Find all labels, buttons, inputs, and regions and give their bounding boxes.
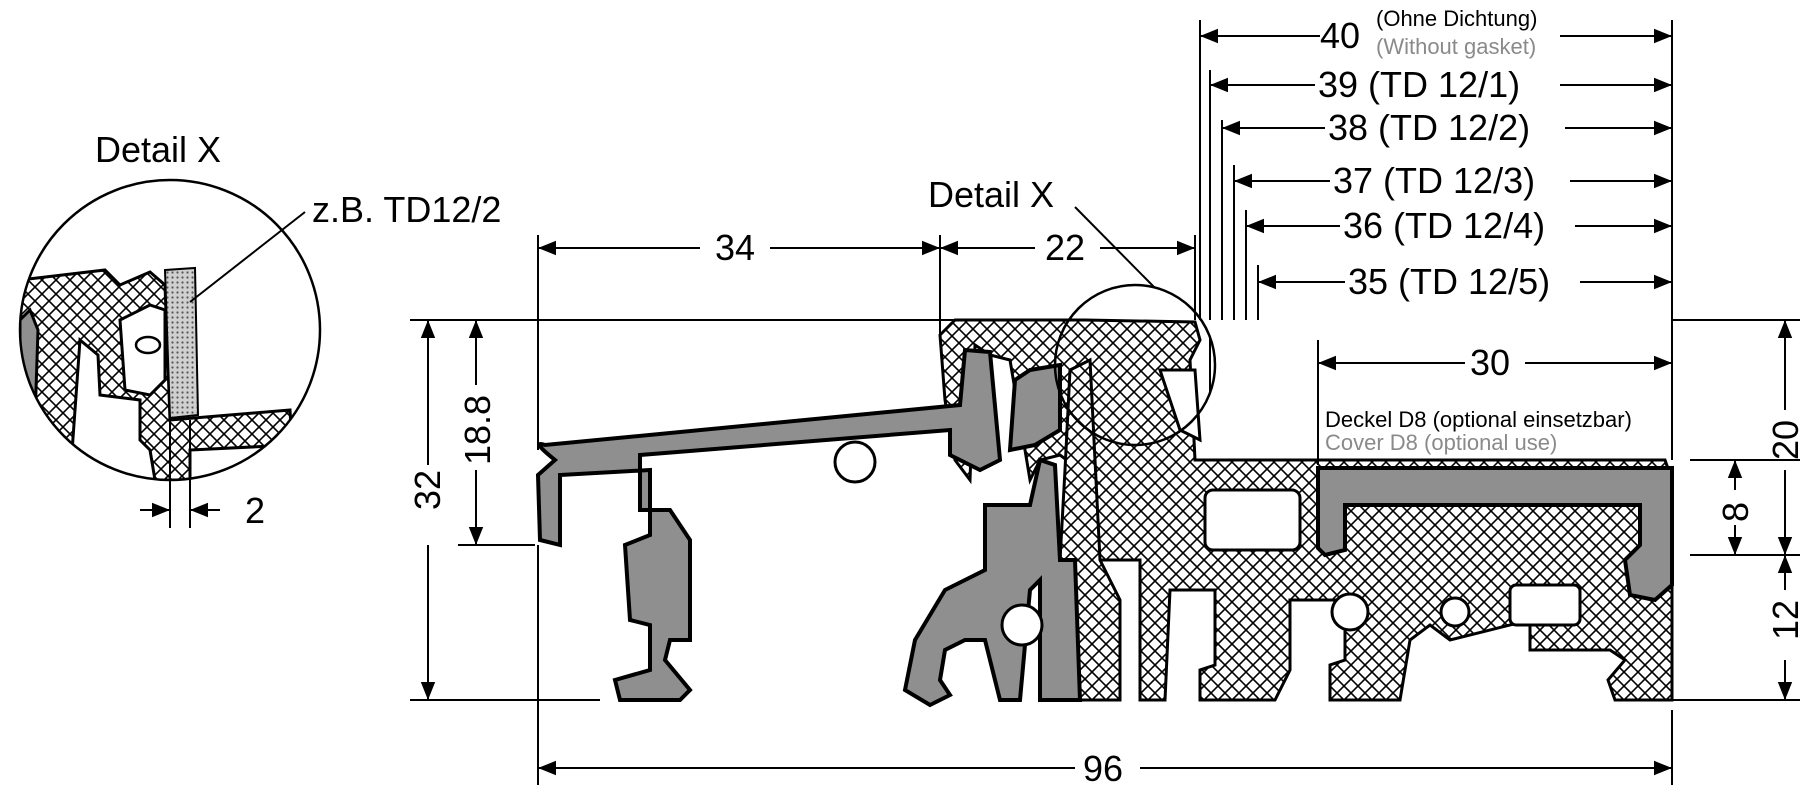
detail-example-label: z.B. TD12/2	[312, 189, 501, 230]
dim-32: 32	[407, 470, 448, 510]
detail-x-view: Detail X z.B. TD12/2 2	[18, 129, 501, 531]
dim-35: 35 (TD 12/5)	[1348, 261, 1550, 302]
bottom-dimension: 96	[537, 545, 1673, 789]
dim-18-8: 18.8	[457, 395, 498, 465]
dim-22: 22	[1045, 227, 1085, 268]
left-dimensions: 32 18.8	[407, 319, 955, 701]
cover-label-de: Deckel D8 (optional einsetzbar)	[1325, 407, 1632, 432]
dim-40-note-de: (Ohne Dichtung)	[1376, 6, 1537, 31]
cover-d8	[1316, 466, 1674, 603]
dim-36: 36 (TD 12/4)	[1343, 205, 1545, 246]
dim-8: 8	[1715, 502, 1756, 522]
dim-39: 39 (TD 12/1)	[1318, 64, 1520, 105]
dim-38: 38 (TD 12/2)	[1328, 107, 1530, 148]
dim-40: 40	[1320, 15, 1360, 56]
gasket-dimension-stack: 40 (Ohne Dichtung) (Without gasket) 39 (…	[1199, 6, 1673, 460]
dim-12: 12	[1765, 600, 1806, 640]
dim-40-note-en: (Without gasket)	[1376, 34, 1536, 59]
cover-label-en: Cover D8 (optional use)	[1325, 430, 1557, 455]
dim-20: 20	[1765, 420, 1806, 460]
main-detail-leader	[1074, 206, 1156, 289]
dim-30: 30	[1470, 342, 1510, 383]
detail-dim-2: 2	[245, 490, 265, 531]
top-dimensions: 34 22 Detail X	[537, 174, 1196, 450]
profile-section	[535, 283, 1674, 708]
main-detail-label: Detail X	[928, 174, 1054, 215]
dim-37: 37 (TD 12/3)	[1333, 160, 1535, 201]
dim-96: 96	[1083, 748, 1123, 789]
detail-example-leader	[189, 211, 306, 303]
detail-x-marker-circle	[1053, 283, 1217, 447]
dim-34: 34	[715, 227, 755, 268]
right-dimensions: 30 Deckel D8 (optional einsetzbar) Cover…	[1317, 319, 1806, 701]
detail-title: Detail X	[95, 129, 221, 170]
